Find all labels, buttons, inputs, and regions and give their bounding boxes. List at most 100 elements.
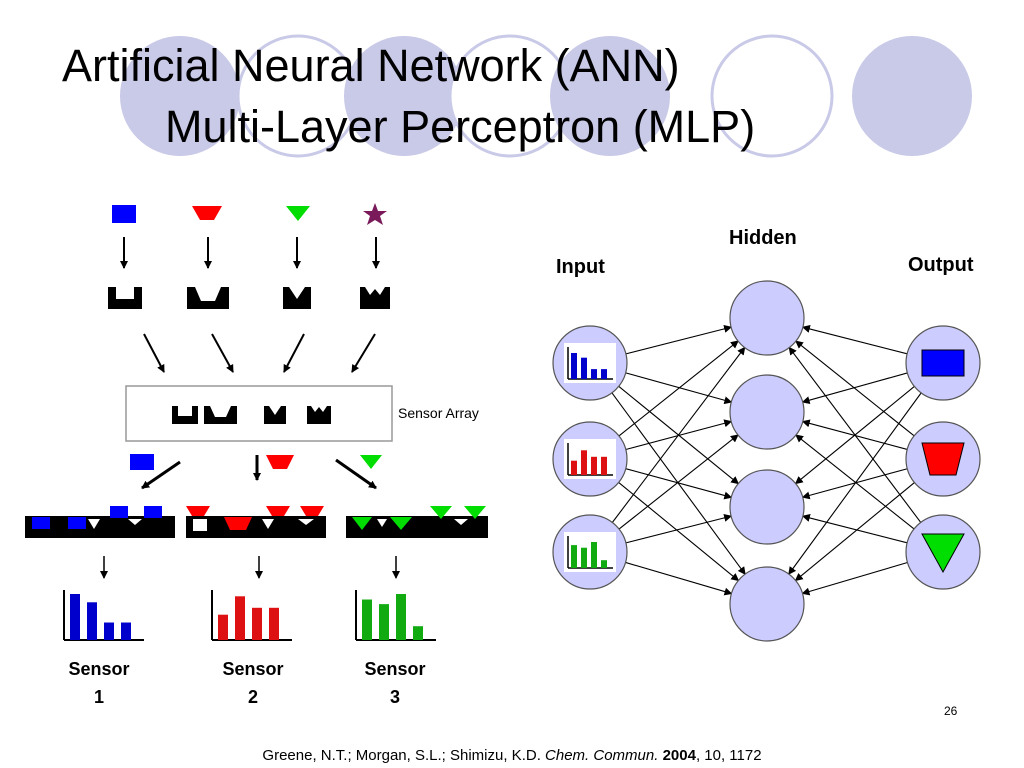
chart-bar [104, 622, 114, 640]
binding-events [130, 454, 382, 490]
chart-bar [235, 596, 245, 640]
decor-circle [120, 36, 240, 156]
input-hidden-connection [625, 513, 733, 544]
input-node [552, 514, 628, 590]
output-blue-rectangle [921, 349, 965, 377]
chart-bar [379, 604, 389, 640]
hidden-layer-label: Hidden [729, 227, 797, 249]
input-hidden-connection [618, 482, 740, 582]
output-hidden-connection [801, 325, 908, 355]
array-arrows [143, 333, 376, 373]
citation-authors: Greene, N.T.; Morgan, S.L.; Shimizu, K.D… [262, 747, 541, 764]
receptor-square-site [108, 287, 142, 309]
input-node [552, 325, 628, 401]
sensor-chart-1 [63, 590, 144, 641]
input-hidden-connection [625, 372, 733, 405]
mini-chart-bar [601, 369, 607, 379]
bound-analyte [110, 506, 128, 518]
sensor-array-label: Sensor Array [398, 405, 479, 421]
bound-analyte [390, 517, 412, 530]
strip-base [186, 516, 326, 538]
chart-bar [362, 599, 372, 640]
mini-chart-bar [591, 542, 597, 568]
strip-sites [262, 519, 314, 529]
sensor-chart-2 [211, 590, 292, 641]
output-node [905, 514, 981, 590]
strip-sites [377, 519, 468, 527]
binding-arrow [335, 458, 377, 490]
sensor-chart-3 [355, 590, 436, 641]
analyte-purple-star [363, 203, 387, 225]
network-connections [611, 324, 922, 596]
input-layer-label: Input [556, 256, 605, 278]
chart-bar [396, 594, 406, 640]
citation-rest: , 10, 1172 [695, 747, 762, 764]
output-hidden-connection [794, 482, 915, 582]
mini-chart-bar [601, 456, 607, 475]
input-hidden-connection [618, 340, 739, 437]
input-node [552, 421, 628, 497]
chart-bar [70, 594, 80, 640]
sensor-bar-charts [63, 590, 436, 641]
array-receptor [172, 406, 198, 424]
chart-bar [87, 602, 97, 640]
analyte-row [112, 203, 387, 225]
output-node [905, 325, 981, 401]
sensor-label-number: 2 [247, 687, 258, 707]
mini-chart-bar [581, 450, 587, 475]
output-hidden-connection [801, 372, 908, 405]
analyte-blue-square [112, 205, 136, 223]
sensor-label-text: Sensor [222, 659, 284, 679]
mini-chart-bar [591, 369, 597, 379]
bound-analyte [430, 506, 452, 519]
diagonal-arrow [211, 333, 234, 373]
mini-chart-bar [571, 545, 577, 568]
bound-analyte [224, 517, 252, 530]
chart-bar [413, 626, 423, 640]
citation-year: 2004 [662, 747, 696, 764]
sensor-array-receptors [172, 406, 331, 424]
chart-bar [269, 607, 279, 640]
mini-chart-bar [571, 353, 577, 379]
output-hidden-connection [801, 468, 908, 500]
bound-analyte [464, 506, 486, 519]
mini-chart-bar [591, 456, 597, 475]
bound-analyte [32, 517, 50, 529]
chart-arrows [100, 556, 400, 579]
sensor-label-number: 3 [389, 687, 400, 707]
mini-chart-bar [601, 560, 607, 568]
diagonal-arrow [143, 333, 165, 373]
bound-analyte [186, 506, 210, 516]
sensor-strip-2 [186, 506, 326, 538]
input-hidden-connection [625, 468, 733, 500]
decor-circle [710, 34, 834, 158]
receptor-row [108, 287, 390, 309]
binding-blue-square [130, 454, 154, 470]
citation-journal: Chem. Commun. [545, 747, 659, 764]
bound-analyte [144, 506, 162, 518]
hidden-node [729, 566, 805, 642]
output-hidden-connection [801, 561, 908, 596]
output-hidden-connection [795, 434, 915, 530]
bound-analyte [300, 506, 324, 516]
diagonal-arrow [283, 333, 305, 373]
binding-arrow [141, 460, 181, 490]
page-number: 26 [944, 704, 958, 718]
decor-circle [852, 36, 972, 156]
array-receptor [264, 406, 286, 424]
receptor-star-site [360, 287, 390, 309]
chart-bar [252, 607, 262, 640]
sensor-3-label: Sensor 3 [350, 655, 440, 711]
sensor-1-label: Sensor 1 [54, 655, 144, 711]
receptor-triangle-site [283, 287, 311, 309]
array-receptor [307, 406, 331, 424]
mini-chart-bar [581, 357, 587, 379]
citation: Greene, N.T.; Morgan, S.L.; Shimizu, K.D… [0, 747, 1024, 764]
empty-site [193, 519, 207, 531]
output-red-trapezoid [921, 442, 965, 476]
sensor-label-number: 1 [93, 687, 104, 707]
output-layer-label: Output [908, 254, 974, 276]
hidden-node [729, 374, 805, 450]
sensor-label-text: Sensor [364, 659, 426, 679]
